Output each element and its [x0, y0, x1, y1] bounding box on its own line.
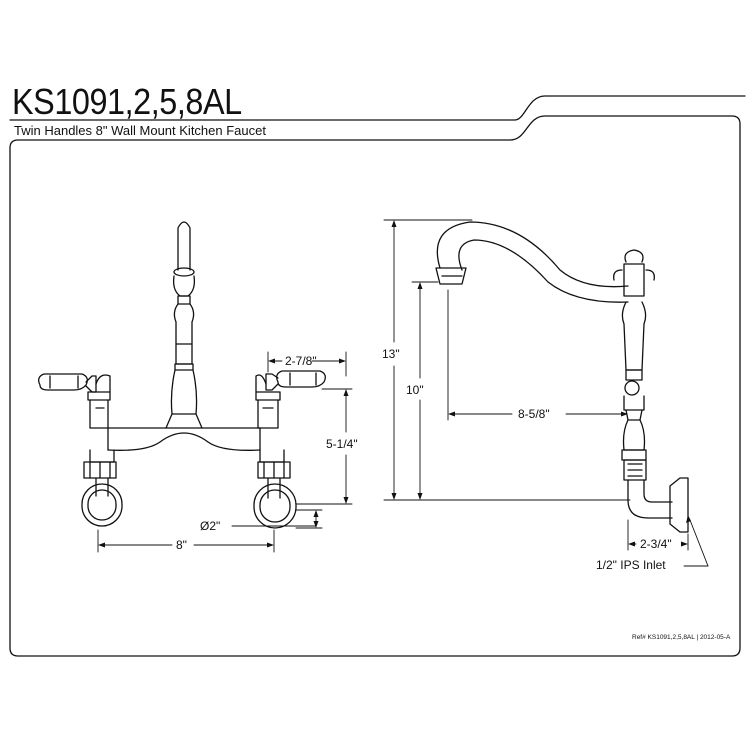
- dim-height: 5-1/4": [326, 437, 358, 451]
- dim-center: 8": [176, 538, 187, 552]
- side-view-faucet: [435, 221, 689, 533]
- inlet-label: 1/2" IPS Inlet: [596, 558, 666, 572]
- dim-handle-offset: 2-7/8": [285, 354, 317, 368]
- dim-reach: 8-5/8": [518, 407, 550, 421]
- reference-number: Ref# KS1091,2,5,8AL | 2012-05-A: [632, 634, 731, 641]
- side-view-dimensions: [383, 219, 709, 567]
- page-subtitle: Twin Handles 8" Wall Mount Kitchen Fauce…: [14, 123, 266, 138]
- dim-spout-height: 10": [406, 383, 424, 397]
- drawing-frame: [9, 115, 741, 657]
- arrowheads: [98, 220, 691, 548]
- dimension-labels: 2-7/8" 5-1/4" Ø2" 8" 13" 10" 8-5/8" 2-3/…: [176, 347, 672, 572]
- header-rule: [9, 95, 746, 121]
- dim-overall-height: 13": [382, 347, 400, 361]
- page-title: KS1091,2,5,8AL: [12, 81, 242, 122]
- front-view-faucet: [38, 221, 326, 529]
- dim-wall-offset: 2-3/4": [640, 537, 672, 551]
- front-view-dimensions: [97, 351, 353, 553]
- dim-flange-dia: Ø2": [200, 519, 220, 533]
